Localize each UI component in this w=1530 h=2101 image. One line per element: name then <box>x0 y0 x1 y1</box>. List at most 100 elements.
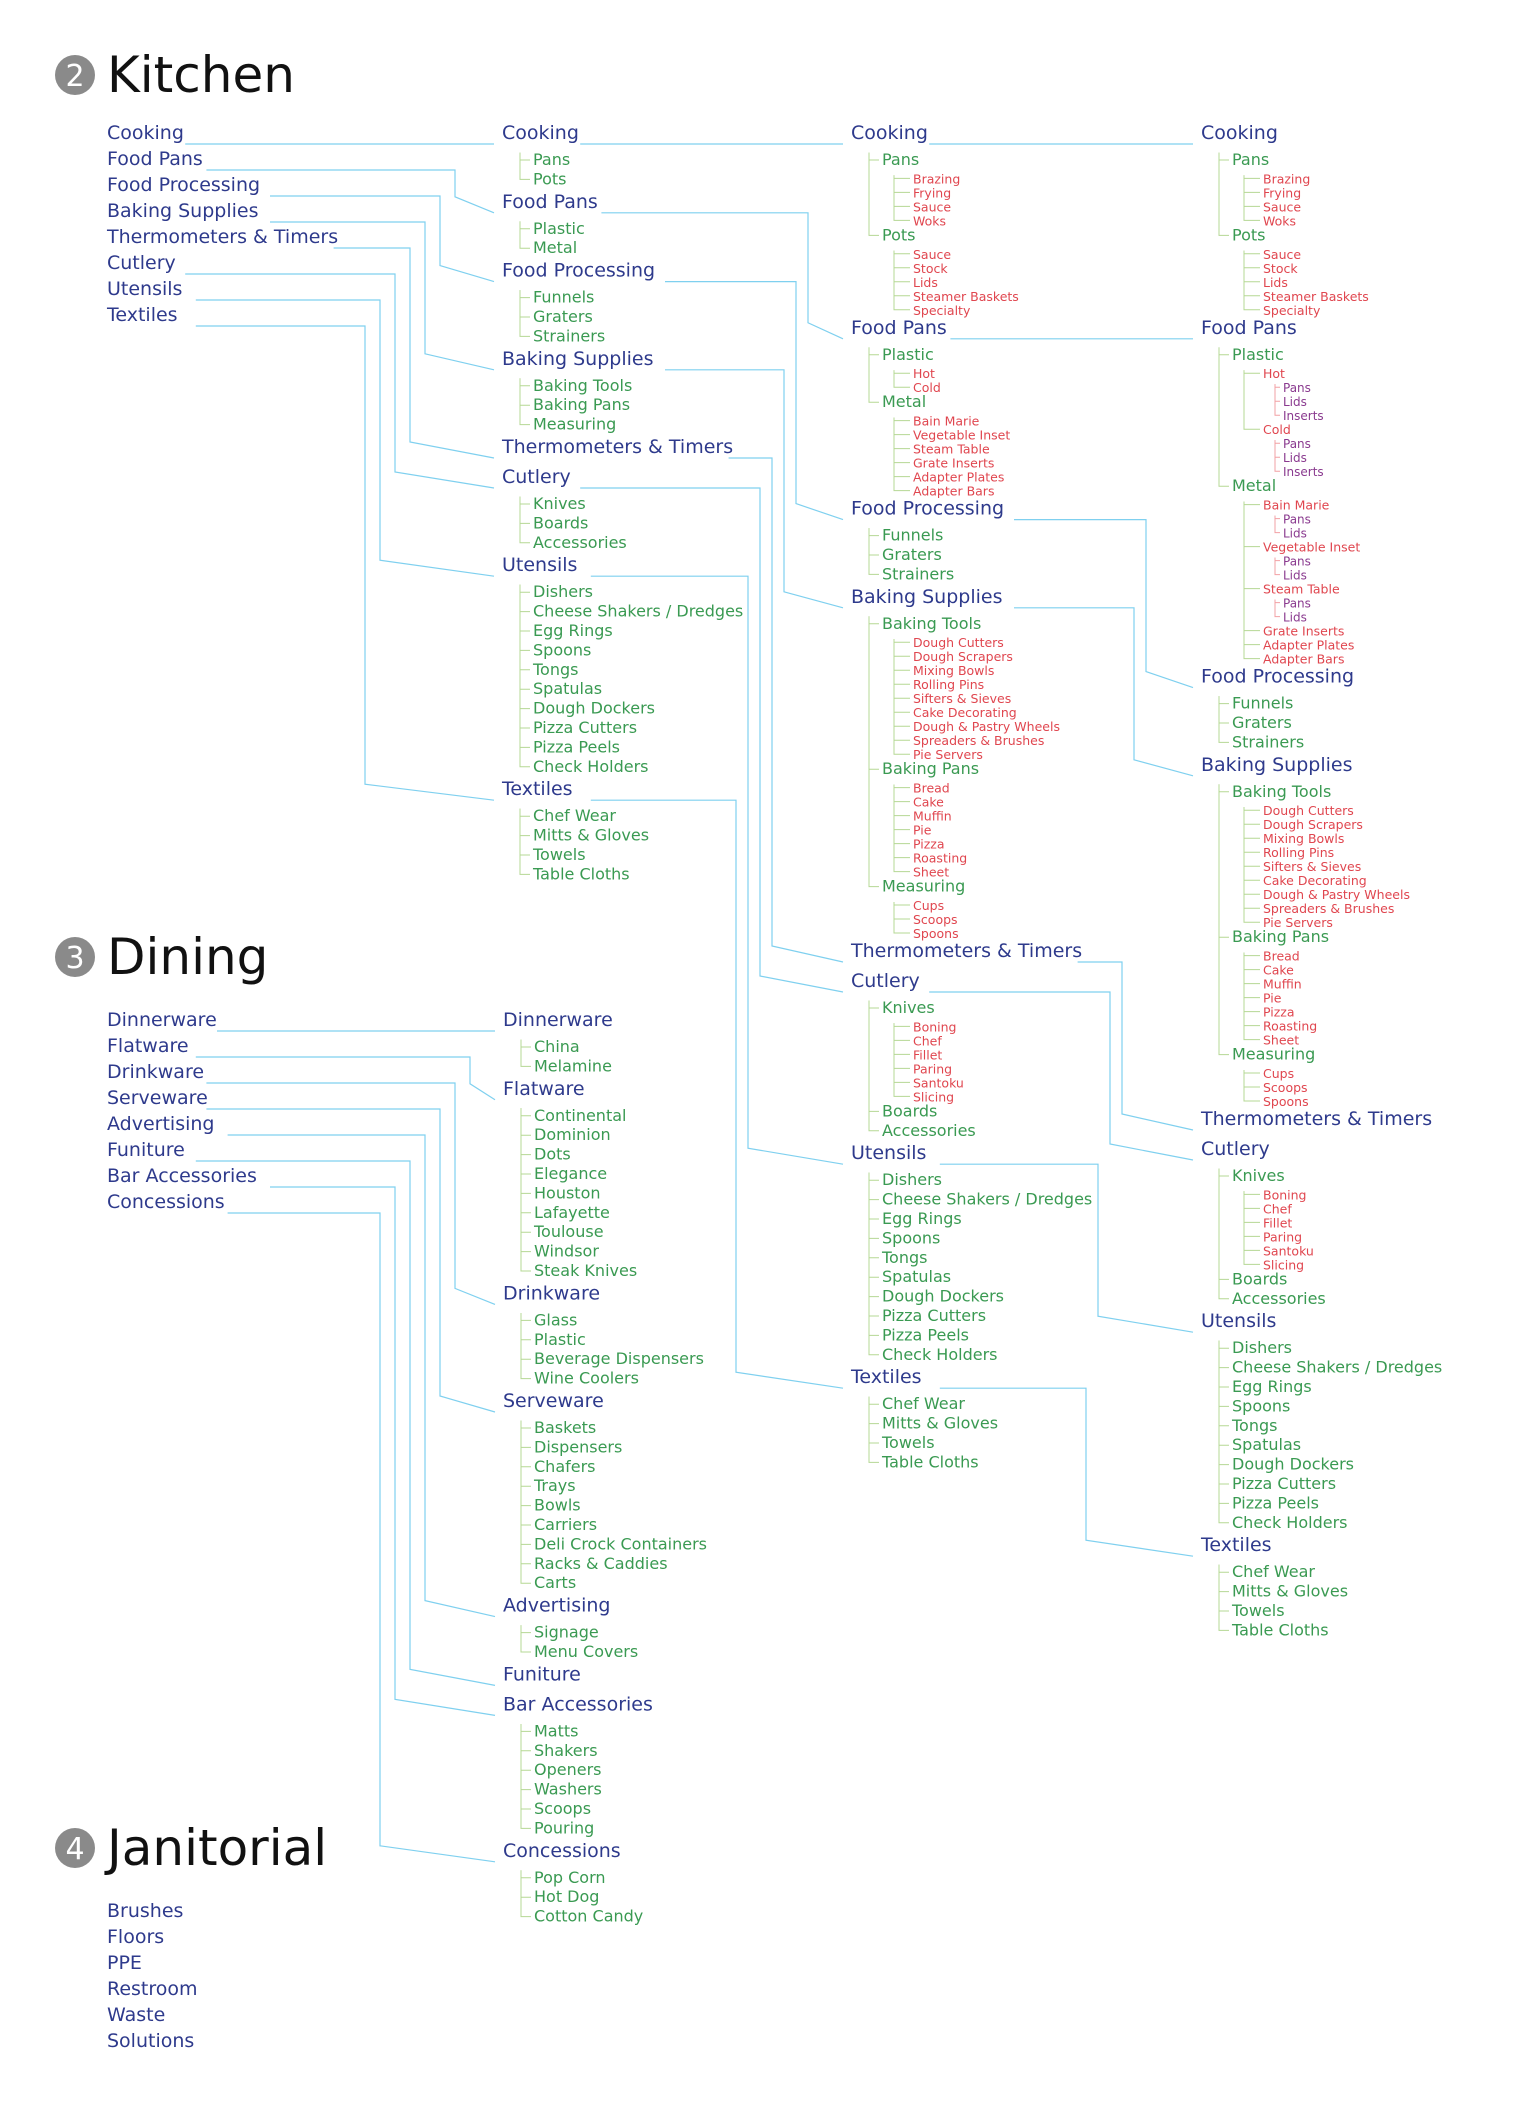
tree-node-level-1: Spatulas <box>533 679 602 698</box>
tree-node-level-1: Scoops <box>534 1799 591 1818</box>
tree-node-level-1: Metal <box>533 238 577 257</box>
branch-connector <box>519 584 530 748</box>
tree-node-level-1: Spoons <box>533 640 591 659</box>
tree-node-level-1: China <box>534 1037 580 1056</box>
branch-connector <box>868 1172 879 1317</box>
tree-node-level-1: Melamine <box>534 1056 612 1075</box>
branch-connector <box>868 347 879 356</box>
tree-node-level-0: Textiles <box>850 1366 922 1388</box>
tree-node-level-1: Check Holders <box>882 1345 997 1364</box>
tree-node-level-1: Funnels <box>533 288 594 307</box>
branch-connector <box>520 1420 531 1429</box>
branch-connector <box>893 1023 910 1027</box>
section-number-badge <box>55 937 95 977</box>
tree-node-level-3: Inserts <box>1283 465 1324 479</box>
tree-node-level-2: Pizza <box>1263 1005 1295 1020</box>
branch-connector <box>893 639 910 671</box>
tree-node-level-2: Dough Cutters <box>1263 803 1354 818</box>
tree-node-level-1: Knives <box>533 494 586 513</box>
index-item: Brushes <box>107 1900 183 1922</box>
tree-node-level-1: Graters <box>882 545 942 564</box>
link-connector <box>1077 961 1194 1131</box>
tree-node-level-0: Flatware <box>503 1078 585 1100</box>
link-connector <box>728 457 844 963</box>
branch-connector <box>893 175 910 221</box>
tree-node-level-1: Beverage Dispensers <box>534 1349 704 1368</box>
branch-connector <box>868 152 879 161</box>
tree-node-level-1: Spoons <box>882 1228 940 1247</box>
tree-node-level-1: Steak Knives <box>534 1261 637 1280</box>
tree-node-level-1: Check Holders <box>533 757 648 776</box>
tree-node-level-0: Food Processing <box>502 260 655 282</box>
branch-connector <box>893 639 910 727</box>
tree-node-level-1: Spatulas <box>1232 1435 1301 1454</box>
tree-node-level-1: Dots <box>534 1145 571 1164</box>
branch-connector <box>893 175 910 207</box>
tree-node-level-2: Cups <box>913 898 944 913</box>
tree-node-level-3: Lids <box>1283 527 1307 541</box>
branch-connector <box>1218 1340 1229 1466</box>
tree-node-level-1: Shakers <box>534 1741 598 1760</box>
branch-connector <box>519 290 530 299</box>
tree-node-level-2: Steamer Baskets <box>1263 289 1369 304</box>
tree-node-level-0: Food Pans <box>502 191 598 213</box>
tree-node-level-1: Pots <box>533 169 566 188</box>
branch-connector <box>893 639 910 643</box>
tree-node-level-0: Cooking <box>851 122 928 144</box>
tree-node-level-1: Carts <box>534 1573 576 1592</box>
tree-node-level-1: Strainers <box>533 326 605 345</box>
tree-node-level-2: Steamer Baskets <box>913 289 1019 304</box>
branch-connector <box>1218 1340 1229 1349</box>
link-connector <box>665 369 844 609</box>
branch-connector <box>519 290 530 318</box>
branch-connector <box>519 152 530 161</box>
branch-connector <box>893 250 910 283</box>
tree-node-level-2: Adapter Plates <box>913 470 1004 485</box>
tree-node-level-2: Cake <box>913 795 944 810</box>
branch-connector <box>1243 807 1260 895</box>
branch-connector <box>868 616 879 888</box>
tree-node-level-1: Tongs <box>532 660 578 679</box>
tree-node-level-2: Bread <box>1263 949 1300 964</box>
link-connector <box>939 1387 1194 1557</box>
tree-node-level-3: Lids <box>1283 395 1307 409</box>
tree-node-level-2: Hot <box>1263 366 1285 381</box>
branch-connector <box>893 902 910 934</box>
tree-node-level-1: Chef Wear <box>1232 1562 1315 1581</box>
tree-node-level-1: Windsor <box>534 1242 599 1261</box>
tree-node-level-1: Baking Pans <box>882 759 979 778</box>
tree-node-level-1: Plastic <box>534 1330 586 1349</box>
branch-connector <box>893 639 910 755</box>
index-item: Food Processing <box>107 174 260 196</box>
tree-node-level-2: Adapter Bars <box>913 484 994 499</box>
tree-node-level-2: Pizza <box>913 837 945 852</box>
branch-connector <box>519 221 530 230</box>
tree-node-level-2: Mixing Bowls <box>1263 831 1344 846</box>
branch-connector <box>1243 1191 1260 1251</box>
tree-node-level-2: Slicing <box>1263 1257 1304 1272</box>
tree-node-level-2: Bain Marie <box>913 414 980 429</box>
tree-node-level-2: Dough Scrapers <box>1263 817 1363 832</box>
tree-node-level-1: Pouring <box>534 1818 594 1837</box>
branch-connector <box>1218 696 1229 705</box>
branch-connector <box>868 1172 879 1239</box>
index-item: Restroom <box>107 1978 198 2000</box>
tree-node-level-1: Chef Wear <box>882 1394 965 1413</box>
tree-node-level-0: Concessions <box>503 1840 621 1862</box>
branch-connector <box>1243 1191 1260 1195</box>
tree-node-level-2: Boning <box>1263 1187 1306 1202</box>
branch-connector <box>1274 384 1280 416</box>
tree-node-level-1: Boards <box>533 513 588 532</box>
branch-connector <box>1243 807 1260 867</box>
branch-connector <box>1218 784 1229 938</box>
index-item: Textiles <box>106 304 178 326</box>
branch-connector <box>520 1420 531 1584</box>
tree-node-level-2: Cake Decorating <box>1263 873 1367 888</box>
tree-node-level-1: Racks & Caddies <box>534 1554 668 1573</box>
tree-node-level-2: Steam Table <box>1263 582 1340 597</box>
branch-connector <box>520 1870 531 1918</box>
tree-node-level-0: Textiles <box>1200 1534 1272 1556</box>
tree-node-level-1: Accessories <box>1232 1289 1326 1308</box>
tree-node-level-0: Thermometers & Timers <box>850 940 1082 962</box>
tree-node-level-0: Cutlery <box>1201 1138 1270 1160</box>
